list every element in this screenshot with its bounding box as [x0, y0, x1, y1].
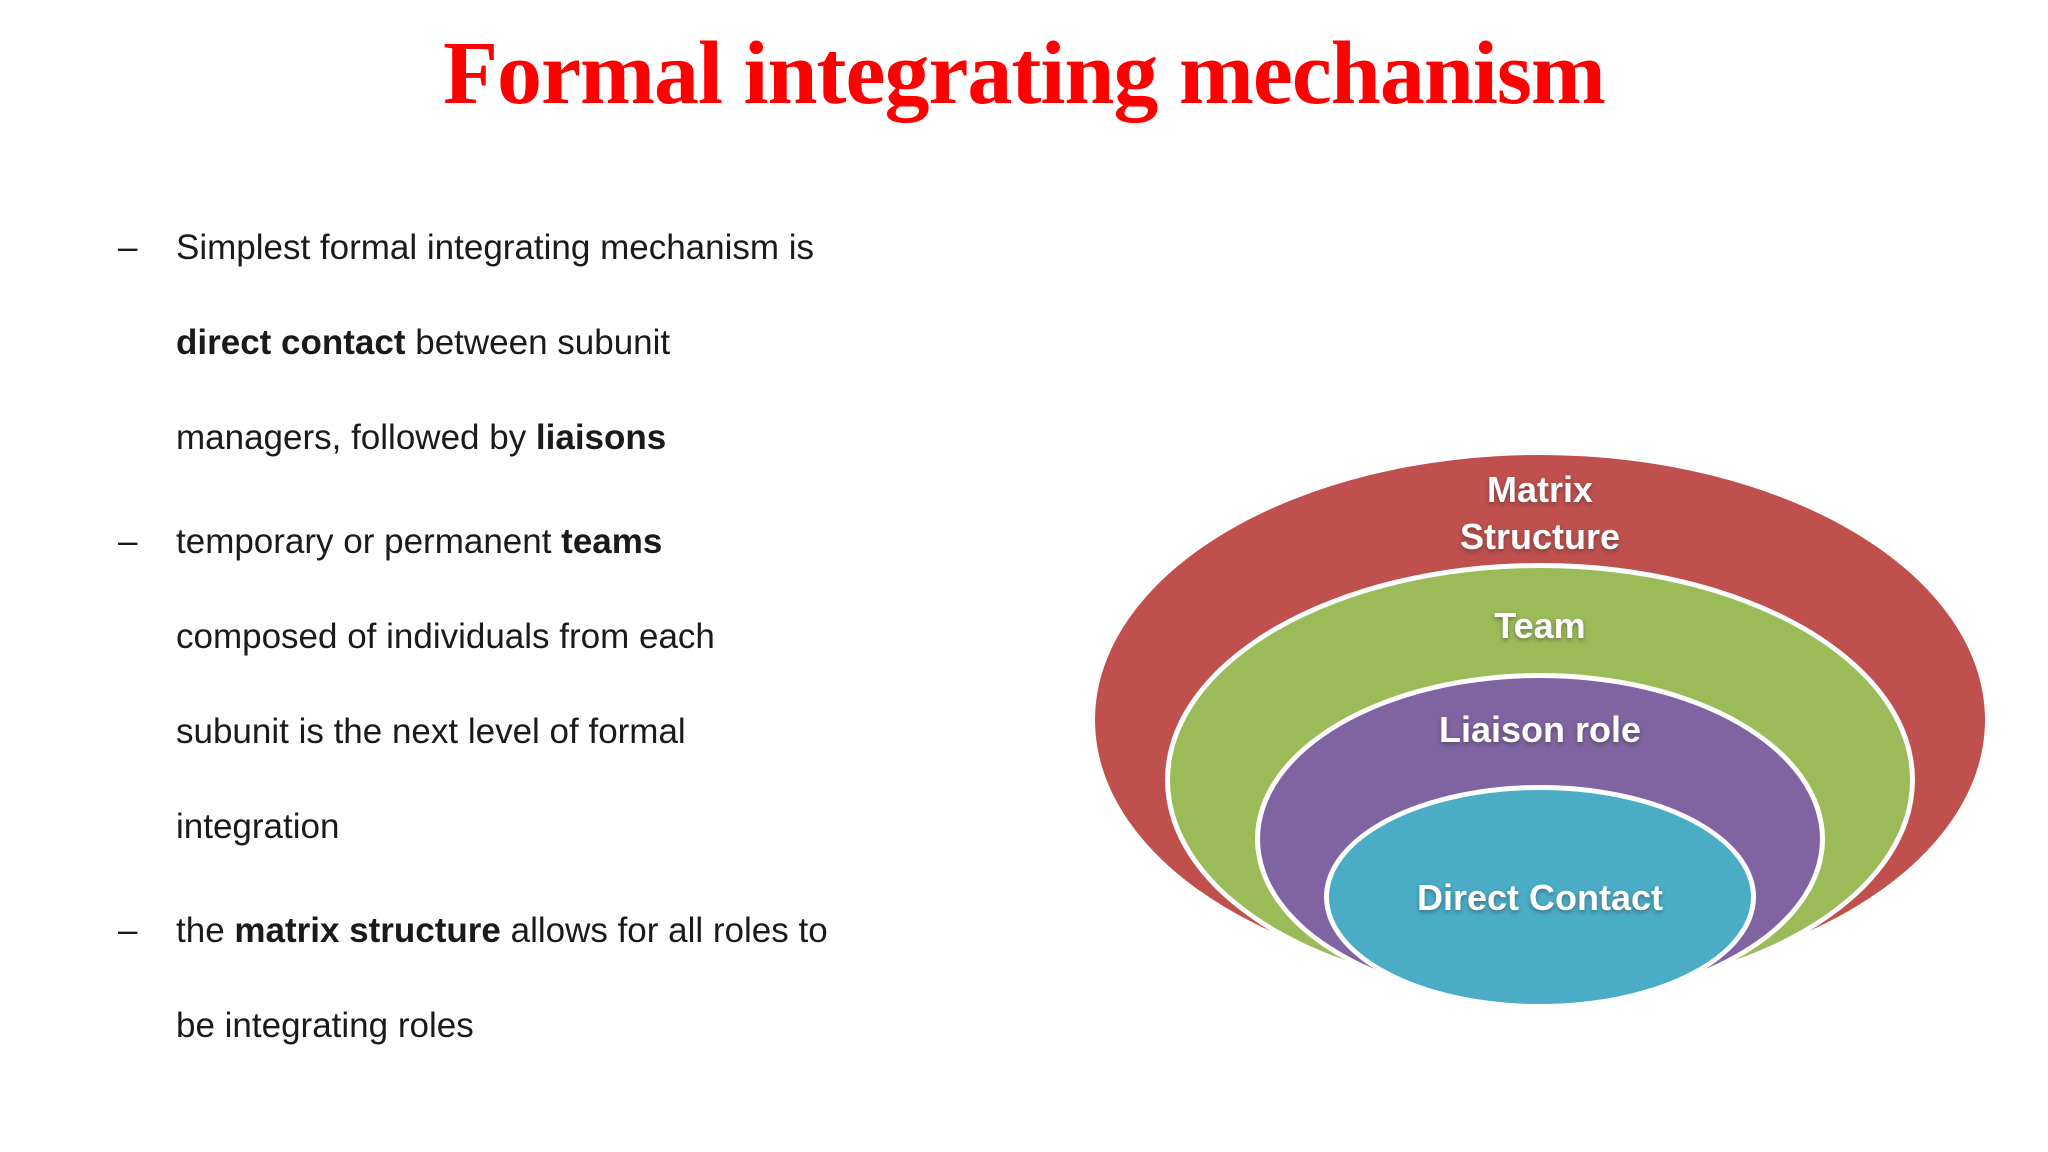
bullet-marker: –	[118, 522, 138, 561]
ring-label-team: Team	[1494, 605, 1586, 646]
bullet-line: temporary or permanent teams	[176, 522, 663, 561]
ring-label-direct-contact: Direct Contact	[1416, 877, 1664, 918]
ring-direct-contact	[1324, 785, 1756, 1009]
bullet-line: subunit is the next level of formal	[176, 712, 686, 751]
bullet-item: –the matrix structure allows for all rol…	[118, 883, 1098, 1073]
bullet-line: direct contact between subunit	[176, 323, 671, 362]
bullet-line: managers, followed by liaisons	[176, 418, 667, 457]
ring-label-liaison-role: Liaison role	[1438, 709, 1642, 750]
bullet-line: Simplest formal integrating mechanism is	[176, 228, 815, 267]
bullet-marker: –	[118, 911, 138, 950]
bullet-line: integration	[176, 807, 340, 846]
bullet-line: composed of individuals from each	[176, 617, 715, 656]
bullet-list: –Simplest formal integrating mechanism i…	[118, 200, 1098, 1082]
bullet-marker: –	[118, 228, 138, 267]
bullet-item: –Simplest formal integrating mechanism i…	[118, 200, 1098, 485]
bullet-item: –temporary or permanent teams composed of…	[118, 494, 1098, 874]
bullet-line: be integrating roles	[176, 1006, 474, 1045]
slide-title: Formal integrating mechanism	[443, 24, 1606, 123]
bullet-line: the matrix structure allows for all role…	[176, 911, 828, 950]
